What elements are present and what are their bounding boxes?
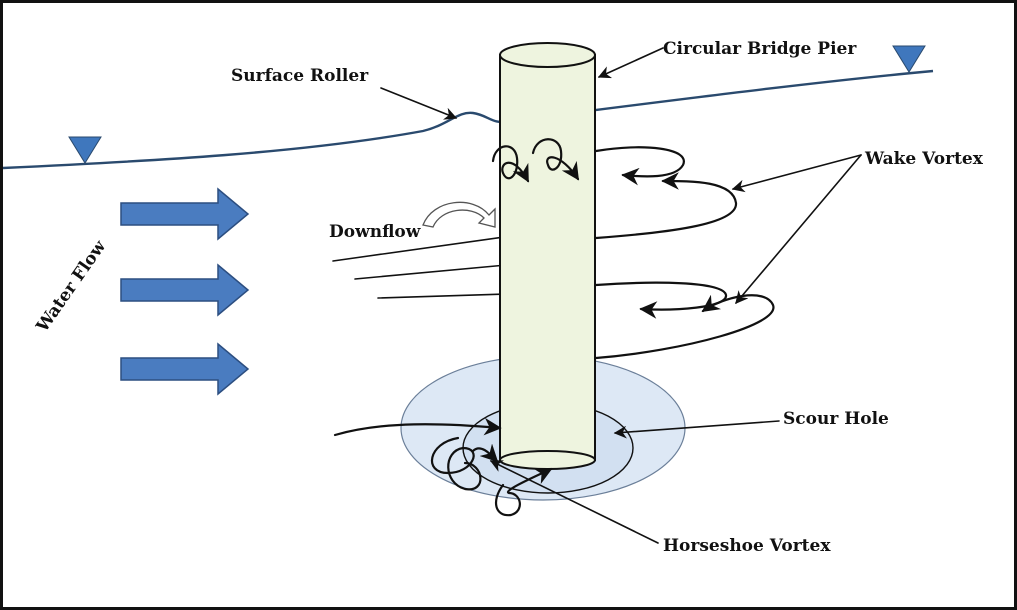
label-circular-bridge-pier: Circular Bridge Pier xyxy=(663,39,857,59)
label-wake-vortex: Wake Vortex xyxy=(864,149,984,169)
flow-arrow-icon xyxy=(120,263,250,317)
bridge-pier-scour-diagram: Circular Bridge Pier Surface Roller Wake… xyxy=(3,39,984,556)
horseshoe-vortex-loops xyxy=(333,417,553,517)
label-scour-hole: Scour Hole xyxy=(783,409,889,429)
flow-arrow-icon xyxy=(120,187,250,241)
water-level-triangle-icon xyxy=(68,136,102,164)
label-surface-roller: Surface Roller xyxy=(231,66,369,86)
water-surface-line xyxy=(3,69,934,170)
flow-arrow-icon xyxy=(120,342,250,396)
water-level-triangle-icon xyxy=(892,45,926,73)
circular-bridge-pier xyxy=(499,42,596,470)
label-water-flow: Water Flow xyxy=(32,237,110,337)
label-downflow: Downflow xyxy=(329,222,421,242)
downflow-curved-arrow-icon xyxy=(422,201,496,228)
water-flow-arrows xyxy=(120,187,250,396)
leader-arrows xyxy=(380,47,862,544)
pier-face-vortices xyxy=(491,138,580,183)
wake-vortex-loops xyxy=(594,146,775,360)
label-horseshoe-vortex: Horseshoe Vortex xyxy=(663,536,831,556)
